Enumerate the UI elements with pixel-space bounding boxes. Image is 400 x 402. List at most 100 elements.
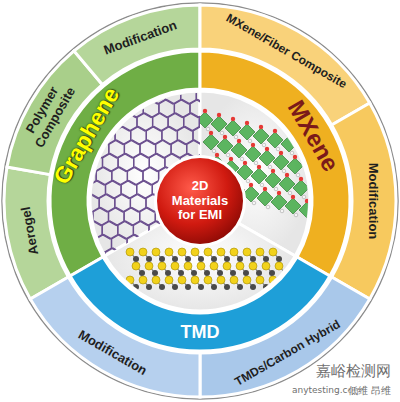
tmd-chalcogen xyxy=(204,276,212,284)
mxene-octahedron xyxy=(257,190,273,206)
mxene-octahedron xyxy=(293,180,309,196)
ring-segment: Modification xyxy=(365,163,383,240)
tmd-chalcogen xyxy=(256,276,264,284)
mxene-atom xyxy=(271,169,275,173)
tmd-chalcogen xyxy=(126,248,134,256)
mxene-atom xyxy=(209,131,213,135)
graphene-lattice xyxy=(53,59,270,280)
graphene-ring xyxy=(156,73,172,91)
graphene-ring xyxy=(68,194,84,212)
mxene-atom xyxy=(260,183,264,187)
tmd-bond xyxy=(273,280,279,287)
tmd-chalcogen xyxy=(152,276,160,284)
tmd-chalcogen xyxy=(178,276,186,284)
mxene-atom xyxy=(248,139,252,143)
mxene-atom xyxy=(268,165,272,169)
tmd-metal xyxy=(191,270,197,276)
mxene-atom xyxy=(282,169,286,173)
mxene-atom xyxy=(234,135,238,139)
tmd-metal xyxy=(237,284,243,290)
graphene-ring xyxy=(53,59,69,77)
mxene-octahedron xyxy=(245,146,261,162)
tmd-metal xyxy=(263,256,269,262)
tmd-chalcogen xyxy=(249,262,257,270)
graphene-ring xyxy=(162,59,178,77)
mxene-atom xyxy=(254,161,258,165)
tmd-metal xyxy=(178,270,184,276)
tmd-chalcogen xyxy=(269,276,277,284)
mxene-octahedron xyxy=(203,134,219,150)
mxene-atom xyxy=(287,133,291,137)
graphene-ring xyxy=(237,100,253,118)
tmd-metal xyxy=(198,284,204,290)
center-circle xyxy=(157,158,243,244)
mxene-atom xyxy=(212,149,216,153)
graphene-ring xyxy=(77,208,93,226)
tmd-chalcogen xyxy=(197,262,205,270)
tmd-metal xyxy=(204,270,210,276)
graphene-ring xyxy=(125,73,141,91)
mxene-atom xyxy=(246,179,250,183)
tmd-chalcogen xyxy=(217,276,225,284)
tmd-metal xyxy=(276,256,282,262)
tmd-chalcogen xyxy=(256,248,264,256)
tmd-chalcogen xyxy=(184,262,192,270)
mxene-octahedron xyxy=(267,132,283,148)
mxene-octahedron xyxy=(253,128,269,144)
tmd-chalcogen xyxy=(275,262,283,270)
graphene-ring xyxy=(171,73,187,91)
graphene-ring xyxy=(221,100,237,118)
tmd-chalcogen xyxy=(132,262,140,270)
graphene-ring xyxy=(74,181,90,199)
graphene-ring xyxy=(90,248,106,266)
tmd-chalcogen xyxy=(145,262,153,270)
tmd-metal xyxy=(159,284,165,290)
tmd-chalcogen xyxy=(217,248,225,256)
tmd-chalcogen xyxy=(139,276,147,284)
graphene-ring xyxy=(112,235,128,253)
tmd-metal xyxy=(172,256,178,262)
mxene-atom xyxy=(265,147,269,151)
mxene-atom xyxy=(252,201,256,205)
tmd-chalcogen xyxy=(191,248,199,256)
mxene-octahedron xyxy=(285,198,301,214)
tmd-metal xyxy=(133,256,139,262)
tmd-metal xyxy=(256,270,262,276)
graphene-ring xyxy=(209,59,225,77)
graphene-ring xyxy=(133,221,149,239)
mxene-atom xyxy=(203,109,207,113)
watermark: 嘉峪检测网 xyxy=(316,362,391,381)
mxene-atom xyxy=(215,153,219,157)
tmd-metal xyxy=(185,256,191,262)
tmd-metal xyxy=(282,270,288,276)
graphene-ring xyxy=(218,73,234,91)
tmd-chalcogen xyxy=(243,248,251,256)
tmd-metal xyxy=(198,256,204,262)
tmd-metal xyxy=(269,270,275,276)
mxene-atom xyxy=(305,199,309,203)
graphene-ring xyxy=(71,221,87,239)
mxene-atom xyxy=(294,213,298,217)
tmd-metal xyxy=(217,270,223,276)
mxene-atom xyxy=(285,173,289,177)
watermark: 低维 昂维 xyxy=(348,384,391,398)
mxene-octahedron xyxy=(299,202,315,218)
center-circle: 2D Materials for EMI xyxy=(164,179,236,223)
tmd-chalcogen xyxy=(126,276,134,284)
graphene-ring xyxy=(74,248,90,266)
sector-band: TMD xyxy=(181,322,220,342)
tmd-metal xyxy=(146,256,152,262)
graphene-ring xyxy=(196,86,212,104)
mxene-atom xyxy=(226,153,230,157)
mxene-octahedron xyxy=(281,136,297,152)
mxene-atom xyxy=(266,205,270,209)
mxene-octahedron xyxy=(225,120,241,136)
node-label: TMD xyxy=(181,322,220,342)
tmd-metal xyxy=(152,270,158,276)
tmd-chalcogen xyxy=(243,276,251,284)
graphene-ring xyxy=(78,73,94,91)
mxene-atom xyxy=(288,191,292,195)
graphene-ring xyxy=(105,248,121,266)
graphene-ring xyxy=(225,59,241,77)
mxene-octahedron xyxy=(197,112,213,128)
